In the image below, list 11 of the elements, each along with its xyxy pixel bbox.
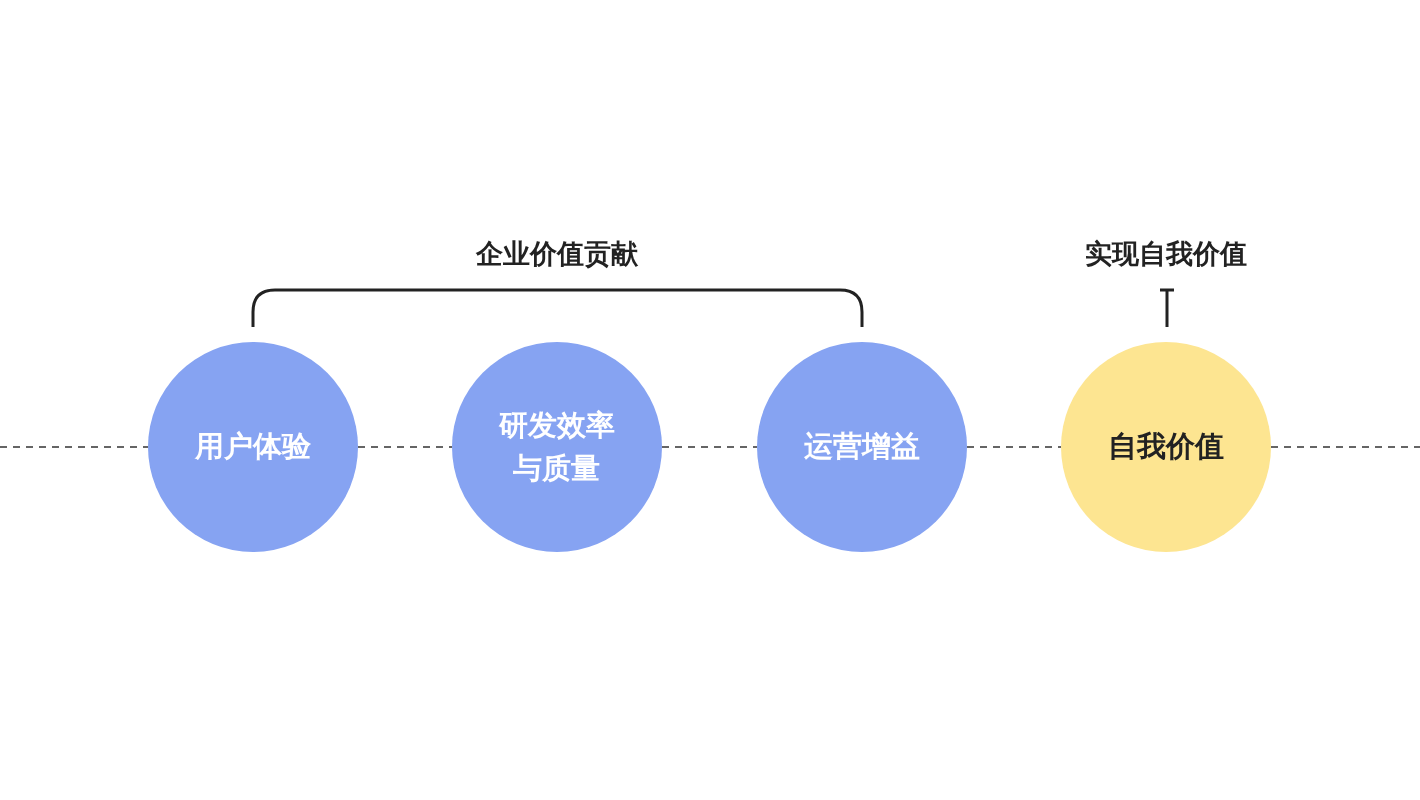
node-label: 研发效率与质量 [498, 406, 616, 487]
dashed-connector [966, 446, 1062, 448]
dashed-connector [357, 446, 453, 448]
bracket-label: 企业价值贡献 [476, 237, 638, 271]
node-label: 用户体验 [194, 428, 312, 466]
dashed-connector [661, 446, 758, 448]
node-label: 自我价值 [1107, 428, 1225, 466]
dashed-connector [1270, 446, 1420, 448]
dashed-connector [0, 446, 149, 448]
node-label: 运营增益 [803, 428, 921, 466]
bracket-label: 实现自我价值 [1085, 237, 1247, 271]
